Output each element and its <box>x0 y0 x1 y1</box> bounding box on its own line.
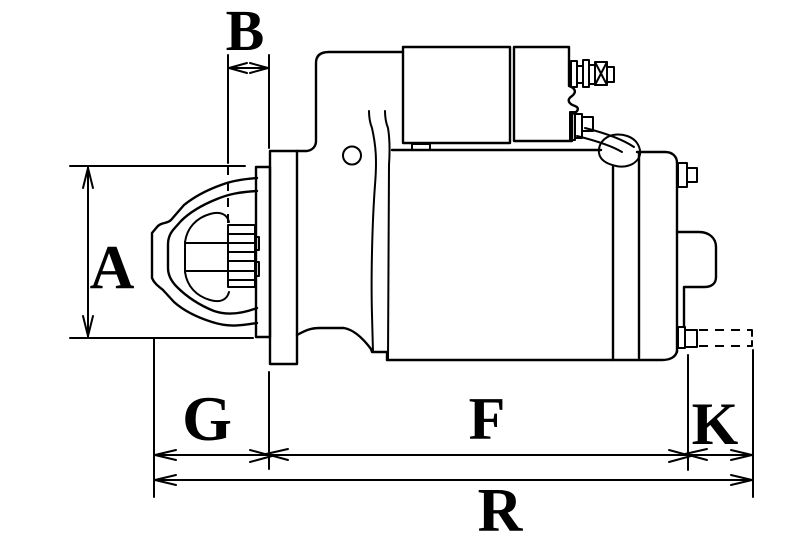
solenoid-terminal-studs <box>570 59 615 88</box>
arrowhead-r-right <box>730 474 753 486</box>
gear-teeth-lines <box>227 233 256 281</box>
arrowhead-left <box>228 62 248 74</box>
dimension-r-overall: R <box>153 474 754 535</box>
dim-label-k: K <box>692 391 739 457</box>
drive-end-housing <box>150 176 259 327</box>
solenoid <box>401 45 580 145</box>
rear-terminal-stud <box>677 162 688 188</box>
arrowhead-right <box>249 62 269 74</box>
dim-label-a: A <box>90 234 135 302</box>
stud-thread-marks <box>594 61 608 86</box>
through-bolt-base <box>677 326 686 349</box>
dimension-b: B <box>226 0 270 230</box>
pinion-gear <box>227 224 260 288</box>
dim-label-f: F <box>469 386 506 452</box>
arrowhead-k-left <box>684 448 708 461</box>
arrowhead-f-left <box>265 448 289 461</box>
rear-bracket <box>611 150 753 362</box>
dim-label-r: R <box>478 477 524 535</box>
dim-label-b: B <box>226 0 265 63</box>
dimension-a: A <box>69 165 254 339</box>
dimension-chain-gfk: G F K <box>153 337 754 498</box>
battery-terminal-and-cable <box>569 111 642 168</box>
arrowhead-up <box>82 167 94 189</box>
mounting-flange <box>254 149 299 366</box>
rear-terminal-nut <box>686 167 698 183</box>
bracket-yoke-seam <box>368 110 377 353</box>
arrowhead-down <box>82 315 94 337</box>
through-bolt-head <box>684 329 698 348</box>
bolt-hidden-lines <box>699 329 752 347</box>
motor-yoke <box>385 143 679 362</box>
dim-label-g: G <box>182 383 232 454</box>
bracket-hole <box>342 145 362 166</box>
arrowhead-k-right <box>730 449 753 461</box>
arrowhead-g-left <box>154 449 177 461</box>
arrowhead-r-left <box>154 474 177 486</box>
armature-shaft-lines <box>184 242 229 272</box>
bracket-yoke-seam <box>384 110 391 361</box>
front-bracket <box>295 50 405 362</box>
solenoid-foot <box>411 143 431 151</box>
